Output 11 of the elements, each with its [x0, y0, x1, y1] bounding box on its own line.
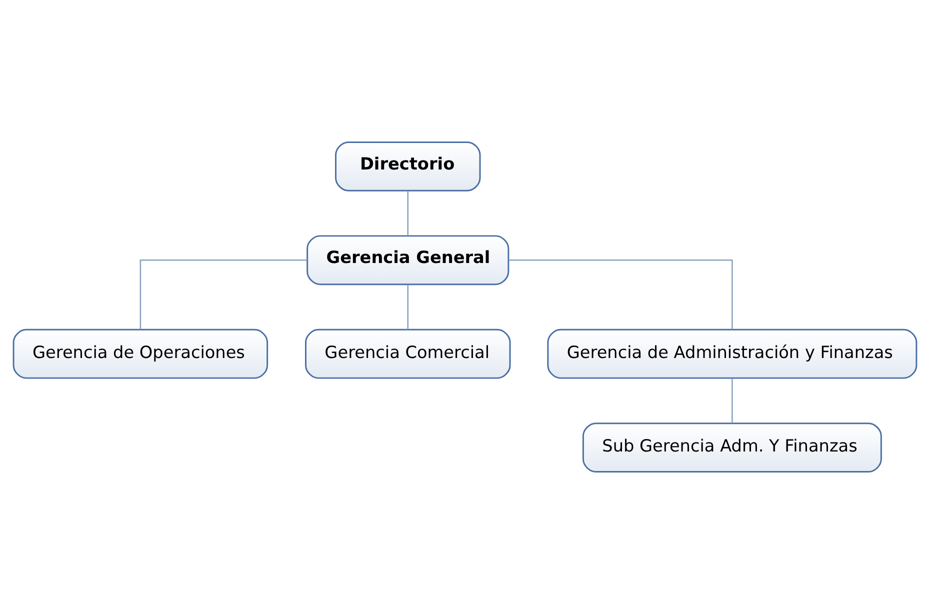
connector	[139, 259, 307, 329]
node-box: Directorio	[334, 140, 480, 191]
connector	[406, 190, 408, 236]
node-box: Gerencia de Operaciones	[12, 328, 268, 378]
connector	[406, 284, 408, 329]
connector	[508, 259, 732, 329]
node-box: Gerencia Comercial	[304, 328, 510, 378]
node-box: Sub Gerencia Adm. Y Finanzas	[582, 422, 882, 472]
connector	[731, 378, 732, 423]
node-box: Gerencia General	[306, 234, 509, 285]
node-box: Gerencia de Administración y Finanzas	[546, 328, 917, 378]
